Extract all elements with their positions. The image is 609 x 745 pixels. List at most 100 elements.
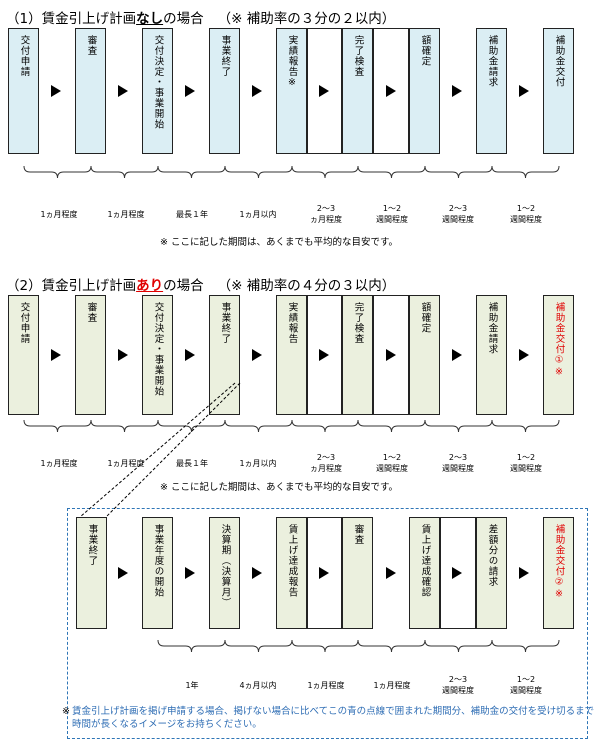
s3-duration: 1ヵ月程度 <box>307 681 345 690</box>
flow-arrow-icon <box>386 85 396 97</box>
s2-step-review: 審査 <box>75 295 106 415</box>
s1-footnote: ※ ここに記した期間は、あくまでも平均的な目安です。 <box>160 237 399 248</box>
s2-duration: 1ヵ月程度 <box>107 459 145 468</box>
connector-dashed-line <box>105 382 241 518</box>
flow-arrow-icon <box>252 567 262 579</box>
s3-duration: 4ヵ月以内 <box>239 681 277 690</box>
s1-duration: 最長１年 <box>176 210 208 219</box>
duration-brace <box>291 165 359 179</box>
duration-brace <box>224 419 293 433</box>
flow-arrow-icon <box>51 85 61 97</box>
section1-title-emph: なし <box>136 11 164 27</box>
flow-arrow-icon <box>452 85 462 97</box>
section1-number: （1） <box>6 11 42 27</box>
s3-step-wage-report: 賃上げ達成報告 <box>276 517 307 629</box>
s3-step-closing-period: 決算期（決算月） <box>209 517 240 629</box>
s1-duration: 2～3 ヵ月程度 <box>310 204 342 224</box>
s2-duration: 1～2 週間程度 <box>510 453 542 473</box>
s3-duration: 1年 <box>185 681 199 690</box>
section1-heading: （1）賃金引上げ計画なしの場合 （※ 補助率の３分の２以内） <box>6 7 395 27</box>
flow-arrow-icon <box>252 349 262 361</box>
s1-duration: 1～2 週間程度 <box>510 204 542 224</box>
duration-brace <box>157 419 226 433</box>
flow-arrow-icon <box>452 567 462 579</box>
section1-title-suffix: の場合 <box>163 11 204 27</box>
flow-arrow-icon <box>51 349 61 361</box>
s2-step-performance-report: 実績報告 <box>276 295 307 415</box>
s1-step-subsidy-payment: 補助金交付 <box>543 28 574 154</box>
s2-step-completion-inspection: 完了検査 <box>342 295 373 415</box>
section2-rate-note: （※ 補助率の４分の３以内） <box>217 278 396 294</box>
s1-duration: 1ヵ月程度 <box>107 210 145 219</box>
s2-duration: 1ヵ月以内 <box>239 459 277 468</box>
flow-arrow-icon <box>319 349 329 361</box>
flow-arrow-icon <box>452 349 462 361</box>
s3-duration: 1～2 週間程度 <box>510 675 542 695</box>
s2-footnote: ※ ここに記した期間は、あくまでも平均的な目安です。 <box>160 482 399 493</box>
s1-duration: 1ヵ月程度 <box>40 210 78 219</box>
section2-title-suffix: の場合 <box>163 278 204 294</box>
s1-duration: 1～2 週間程度 <box>376 204 408 224</box>
flow-arrow-icon <box>386 567 396 579</box>
s3-step-difference-request: 差額分の請求 <box>476 517 507 629</box>
s2-duration: 2～3 週間程度 <box>442 453 474 473</box>
s1-step-amount-fixed: 額確定 <box>409 28 440 154</box>
s3-step-project-end: 事業終了 <box>76 517 107 629</box>
flow-arrow-icon <box>319 567 329 579</box>
flow-arrow-icon <box>519 349 529 361</box>
s3-step-subsidy-payment-2: 補助金交付②※ <box>543 517 574 629</box>
s3-step-review: 審査 <box>342 517 373 629</box>
s2-duration: 1～2 週間程度 <box>376 453 408 473</box>
flow-arrow-icon <box>118 85 128 97</box>
flow-arrow-icon <box>185 85 195 97</box>
s3-step-wage-confirmation: 賃上げ達成確認 <box>409 517 440 629</box>
s2-step-subsidy-request: 補助金請求 <box>476 295 507 415</box>
duration-brace <box>291 639 359 653</box>
flow-arrow-icon <box>252 85 262 97</box>
s2-step-grant-decision: 交付決定・事業開始 <box>142 295 173 415</box>
s1-step-project-end: 事業終了 <box>209 28 240 154</box>
duration-brace <box>424 419 493 433</box>
note-mark: ※ <box>62 706 70 717</box>
s1-step-completion-inspection: 完了検査 <box>342 28 373 154</box>
s2-duration: 最長１年 <box>176 459 208 468</box>
section2-title: 賃金引上げ計画 <box>41 278 137 294</box>
s1-step-subsidy-request: 補助金請求 <box>476 28 507 154</box>
duration-brace <box>224 639 293 653</box>
note-text: 賃金引上げ計画を掲げ申請する場合、掲げない場合に比べてこの青の点線で囲まれた期間… <box>72 706 595 730</box>
s1-duration: 1ヵ月以内 <box>239 210 277 219</box>
flow-arrow-icon <box>118 567 128 579</box>
section2-title-emph: あり <box>136 278 164 294</box>
section1-title: 賃金引上げ計画 <box>41 11 137 27</box>
s2-duration: 1ヵ月程度 <box>40 459 78 468</box>
s2-step-subsidy-payment-1: 補助金交付①※ <box>543 295 574 415</box>
connector-dashed-line <box>79 382 236 518</box>
s2-duration: 2～3 ヵ月程度 <box>310 453 342 473</box>
duration-brace <box>491 639 560 653</box>
section2-heading: （2）賃金引上げ計画ありの場合 （※ 補助率の４分の３以内） <box>6 274 395 294</box>
duration-brace <box>90 419 159 433</box>
duration-brace <box>291 419 359 433</box>
s2-step-application: 交付申請 <box>8 295 39 415</box>
duration-brace <box>424 639 493 653</box>
flow-arrow-icon <box>185 349 195 361</box>
flow-arrow-icon <box>519 567 529 579</box>
s3-duration: 2～3 週間程度 <box>442 675 474 695</box>
flow-arrow-icon <box>386 349 396 361</box>
duration-brace <box>90 165 159 179</box>
s1-duration: 2～3 週間程度 <box>442 204 474 224</box>
s2-step-amount-fixed: 額確定 <box>409 295 440 415</box>
duration-brace <box>23 419 92 433</box>
section2-number: （2） <box>6 278 42 294</box>
flow-arrow-icon <box>185 567 195 579</box>
duration-brace <box>224 165 293 179</box>
duration-brace <box>491 419 560 433</box>
duration-brace <box>491 165 560 179</box>
flow-arrow-icon <box>519 85 529 97</box>
section1-rate-note: （※ 補助率の３分の２以内） <box>217 11 396 27</box>
duration-brace <box>357 165 426 179</box>
s3-duration: 1ヵ月程度 <box>373 681 411 690</box>
s2-step-project-end: 事業終了 <box>209 295 240 415</box>
duration-brace <box>23 165 92 179</box>
